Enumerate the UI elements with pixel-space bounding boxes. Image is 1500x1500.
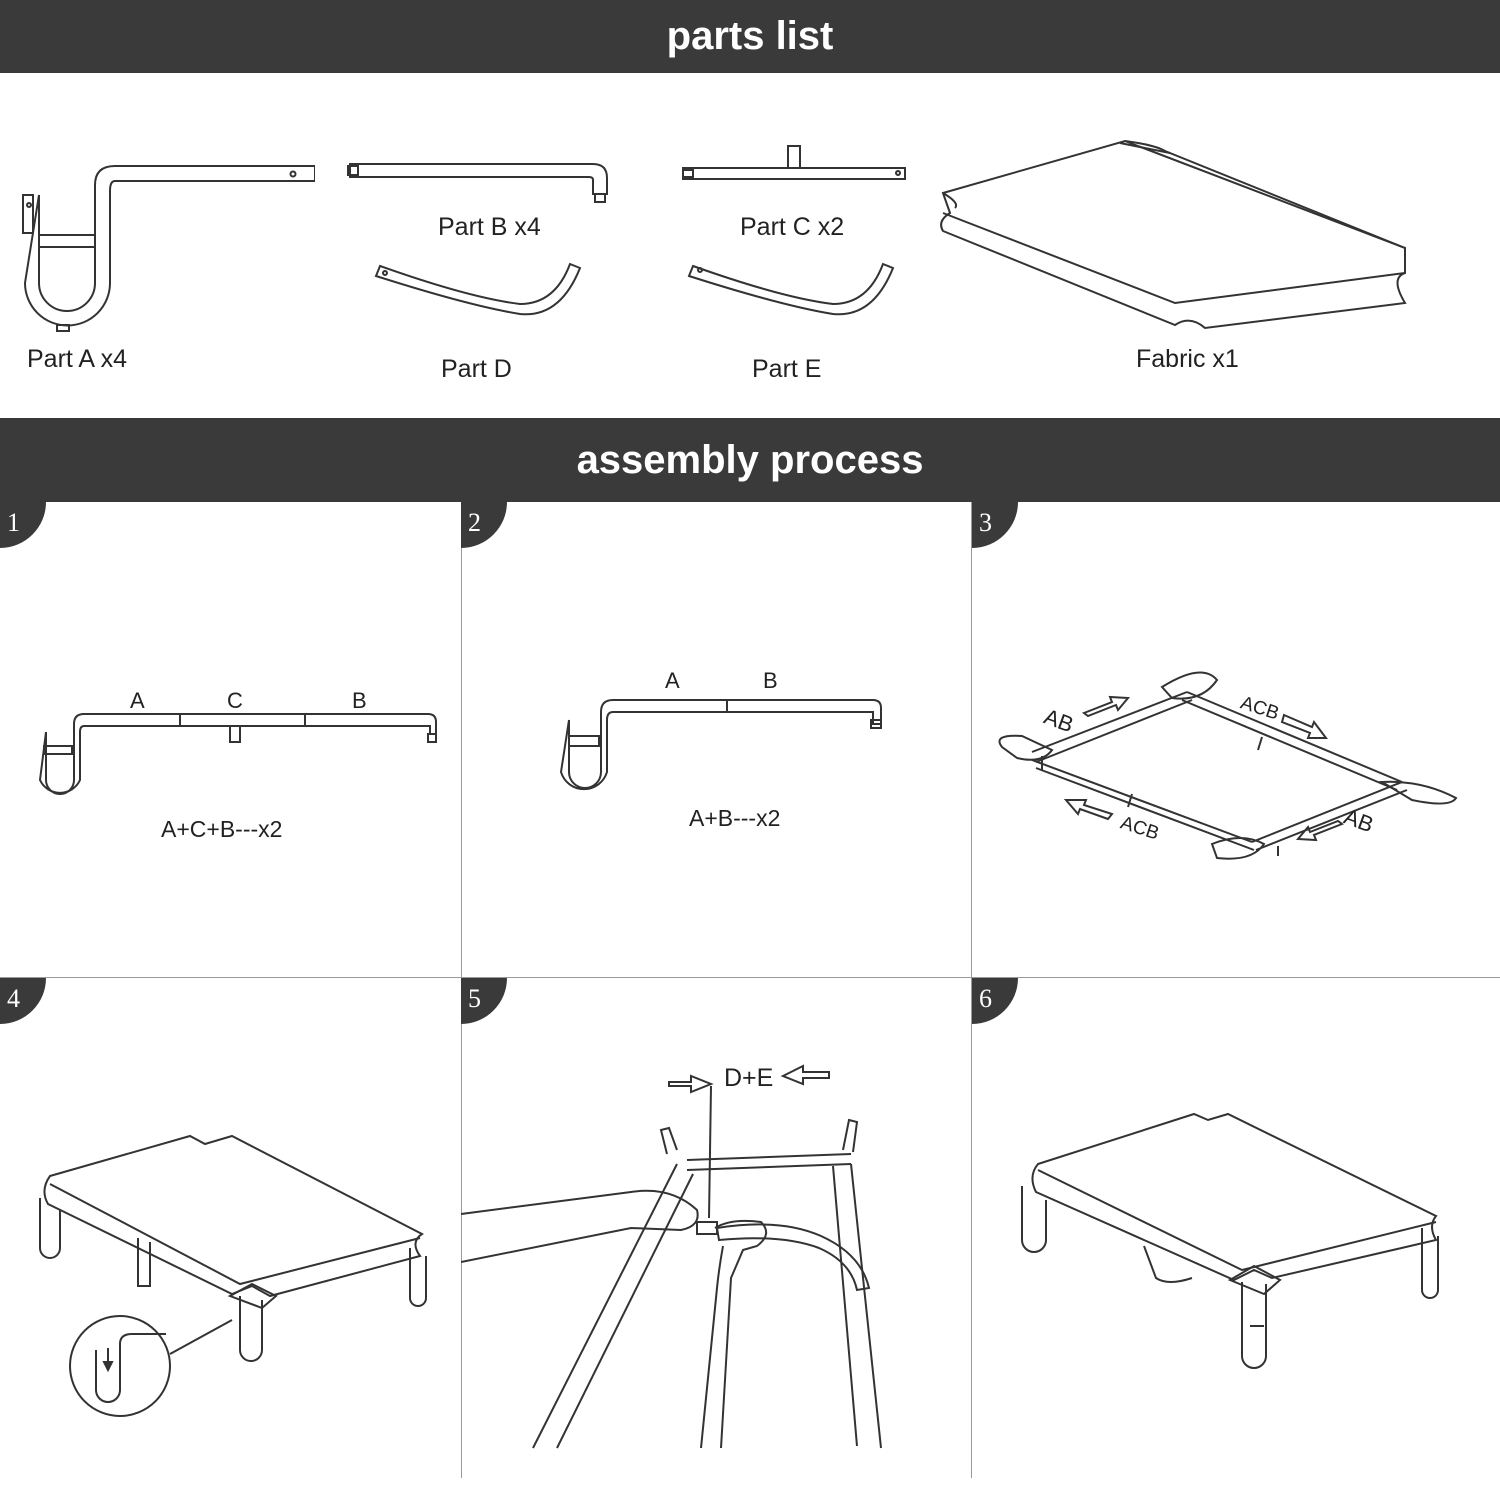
step-5-caption: D+E: [724, 1064, 774, 1092]
step-2-label-a: A: [665, 668, 680, 693]
step-6: 6: [972, 978, 1500, 1478]
part-b-label: Part B x4: [438, 213, 541, 241]
parts-list-title: parts list: [666, 14, 834, 58]
part-c-label: Part C x2: [740, 213, 845, 241]
grid-divider-row: [0, 977, 1500, 978]
part-b-drawing: [347, 163, 608, 203]
fabric-drawing: [940, 139, 1407, 330]
step-1-drawing: [38, 713, 437, 795]
step-1-label-b: B: [352, 688, 367, 713]
step-4-drawing: [39, 1134, 427, 1417]
step-2: 2 A B A+B---x2: [461, 502, 971, 977]
part-c-drawing: [682, 145, 906, 180]
step-1-label-a: A: [130, 688, 145, 713]
fabric-label: Fabric x1: [1136, 345, 1239, 373]
step-2-label-b: B: [763, 668, 778, 693]
step-5-drawing: [461, 1064, 882, 1449]
step-3-drawing: [998, 671, 1458, 860]
assembly-process-header: assembly process: [0, 418, 1500, 502]
step-5: 5 D+E: [461, 978, 971, 1478]
part-a-label: Part A x4: [27, 345, 128, 373]
parts-list: Part A x4 Part B x4 Part C x2 Part D Par…: [0, 73, 1500, 418]
step-3: 3 AB ACB ACB AB: [972, 502, 1500, 977]
step-6-drawing: [1021, 1112, 1439, 1369]
part-d-drawing: [374, 262, 582, 316]
step-4: 4: [0, 978, 461, 1478]
step-1: 1 A C B A+C+B---x2: [0, 502, 461, 977]
grid-divider-2: [971, 502, 972, 1478]
part-e-label: Part E: [752, 355, 822, 383]
step-2-caption: A+B---x2: [689, 805, 781, 831]
assembly-process-title: assembly process: [576, 437, 924, 482]
step-1-label-c: C: [227, 688, 243, 713]
part-d-label: Part D: [441, 355, 512, 383]
parts-list-header: parts list: [0, 0, 1500, 73]
part-a-drawing: [22, 165, 315, 332]
part-e-drawing: [687, 262, 895, 316]
step-2-drawing: [559, 699, 882, 791]
step-1-caption: A+C+B---x2: [161, 816, 283, 842]
